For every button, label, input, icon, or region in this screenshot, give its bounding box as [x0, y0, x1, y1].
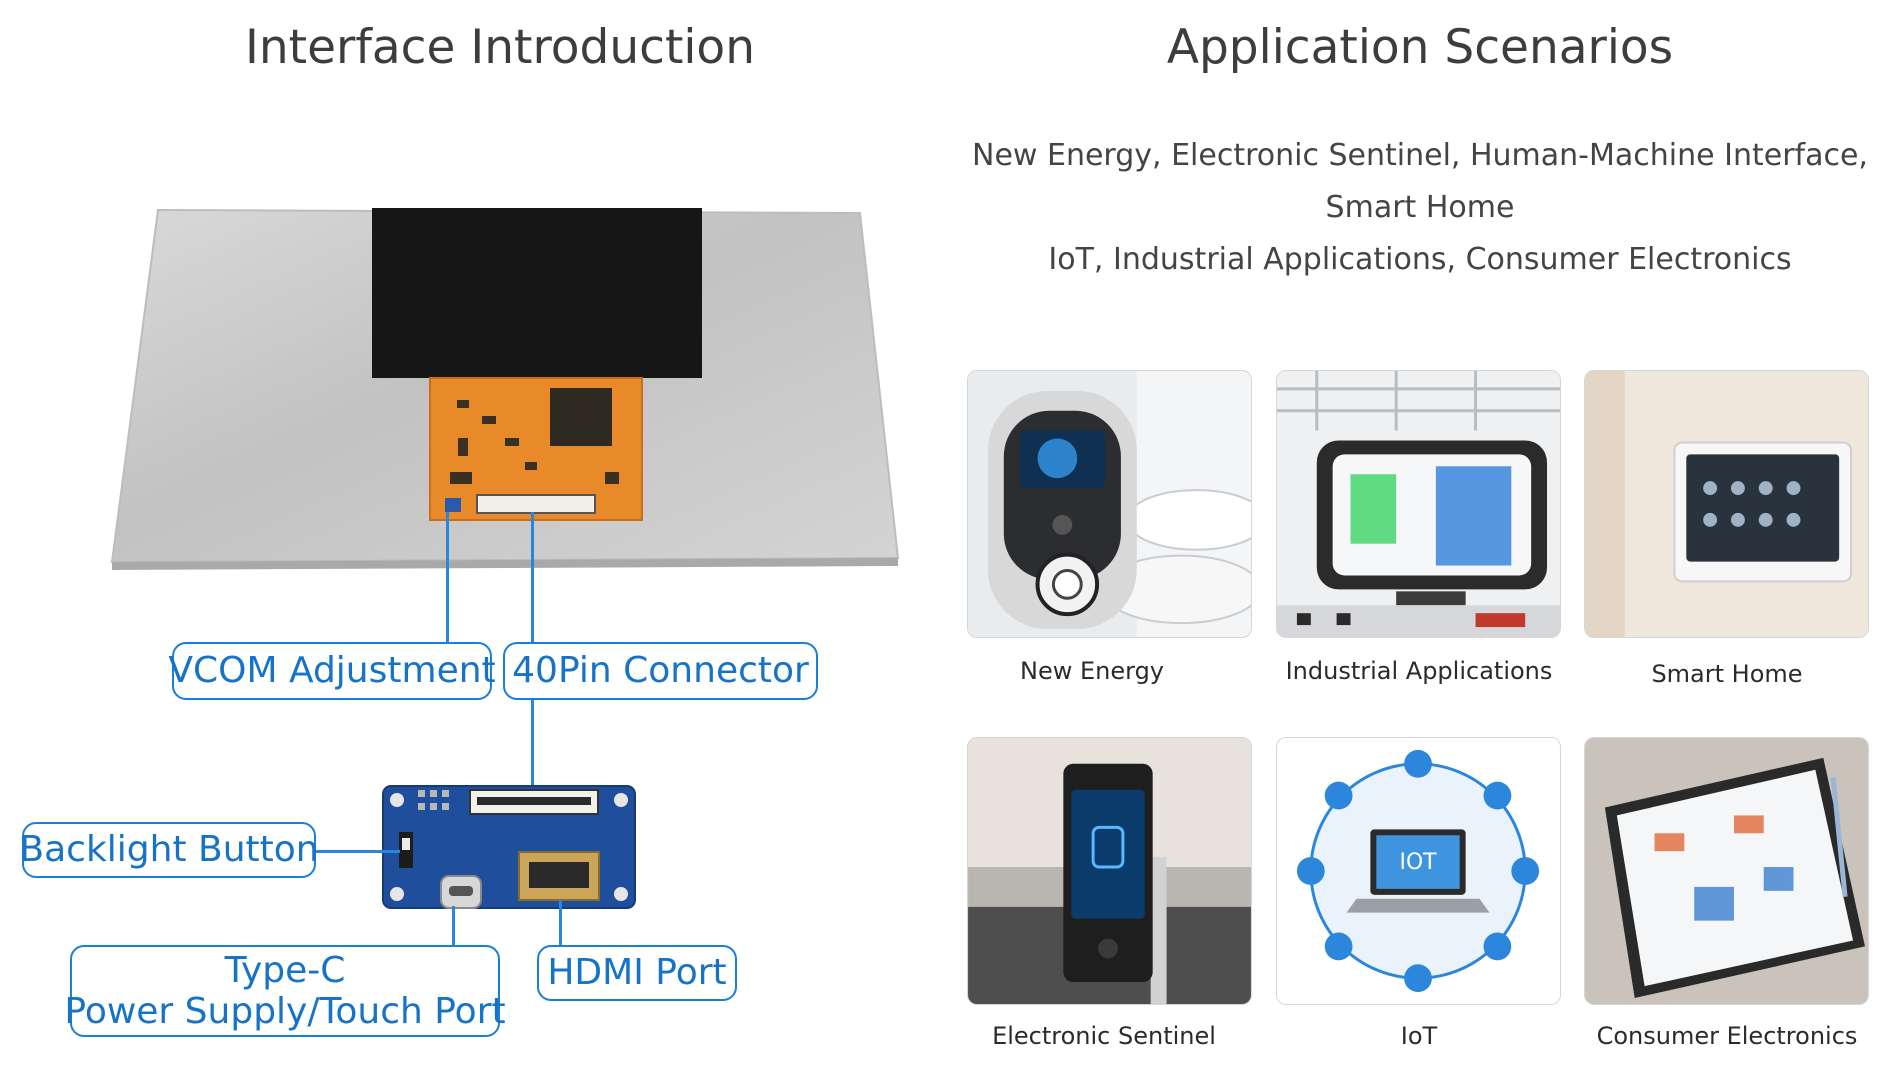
- industrial-display-icon: [1277, 371, 1560, 637]
- lcd-panel-illustration: [110, 208, 900, 570]
- pin40-leader-line: [531, 512, 534, 645]
- interface-title: Interface Introduction: [245, 20, 755, 75]
- hdmi-port-callout: HDMI Port: [537, 945, 737, 1001]
- tile-label-industrial-applications: Industrial Applications: [1285, 657, 1553, 685]
- pin40-to-board-line: [531, 700, 534, 800]
- face-terminal-icon: [968, 738, 1251, 1004]
- ev-charger-icon: [968, 371, 1251, 637]
- typec-callout-line1: Type-C: [224, 949, 346, 991]
- black-tape: [372, 208, 702, 378]
- backlight-button-callout: Backlight Button: [19, 822, 319, 878]
- pin-header: [418, 790, 449, 810]
- tile-iot: IOT: [1276, 737, 1561, 1005]
- scenarios-line-1: New Energy, Electronic Sentinel, Human-M…: [972, 138, 1868, 173]
- tile-label-consumer-electronics: Consumer Electronics: [1596, 1022, 1858, 1050]
- vcom-potentiometer: [445, 498, 461, 512]
- fpc-connector-slot: [476, 494, 596, 514]
- fpc-chip: [550, 388, 612, 446]
- backlight-leader-line: [316, 850, 400, 853]
- tile-label-smart-home: Smart Home: [1651, 660, 1803, 688]
- tile-smart-home: [1584, 370, 1869, 638]
- tile-new-energy: [967, 370, 1252, 638]
- tile-label-new-energy: New Energy: [1020, 657, 1164, 685]
- iot-laptop-icon: IOT: [1277, 738, 1560, 1004]
- tile-consumer-electronics: [1584, 737, 1869, 1005]
- scenarios-title: Application Scenarios: [1166, 20, 1674, 75]
- tile-electronic-sentinel: [967, 737, 1252, 1005]
- adapter-board-illustration: [382, 785, 636, 909]
- vcom-leader-line: [446, 512, 449, 642]
- typec-callout-line2: Power Supply/Touch Port: [64, 991, 506, 1032]
- vcom-adjustment-callout: VCOM Adjustment: [168, 642, 496, 700]
- iot-screen-text: IOT: [1400, 850, 1438, 875]
- tile-industrial-applications: [1276, 370, 1561, 638]
- scenarios-line-3: IoT, Industrial Applications, Consumer E…: [1048, 242, 1792, 277]
- typec-leader-line: [452, 906, 455, 950]
- typec-port-callout: Type-C Power Supply/Touch Port: [64, 945, 506, 1037]
- tablet-icon: [1585, 738, 1868, 1004]
- tile-label-iot: IoT: [1400, 1022, 1438, 1050]
- 40pin-connector-callout: 40Pin Connector: [503, 642, 818, 700]
- smart-panel-icon: [1585, 371, 1868, 637]
- scenarios-line-2: Smart Home: [1325, 190, 1515, 225]
- tile-label-electronic-sentinel: Electronic Sentinel: [992, 1022, 1216, 1050]
- hdmi-leader-line: [559, 900, 562, 948]
